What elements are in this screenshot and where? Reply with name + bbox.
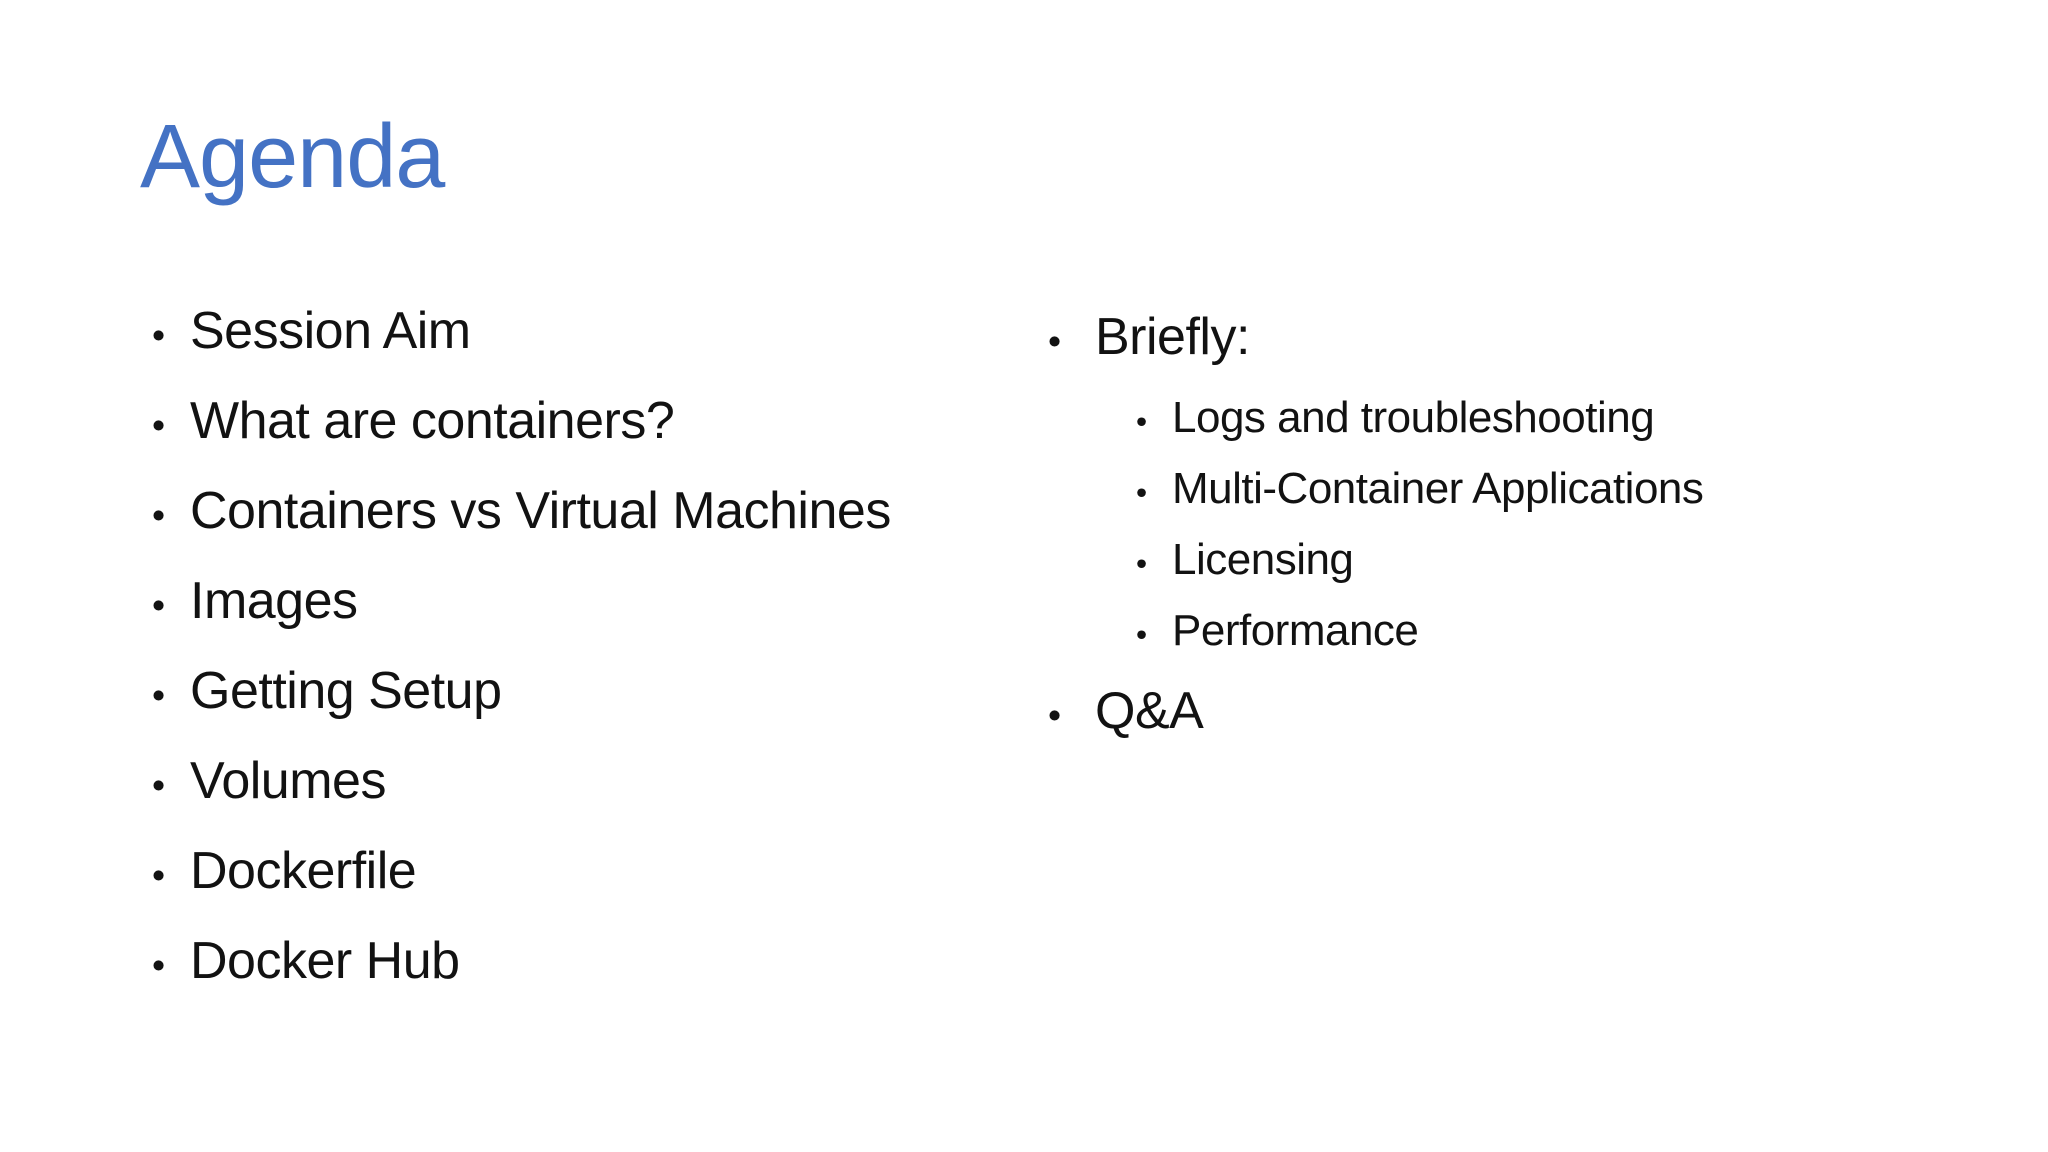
list-item: • Volumes <box>152 738 891 828</box>
bullet-marker: • <box>1136 616 1147 652</box>
list-item-label: Volumes <box>190 752 386 810</box>
bullet-marker: • <box>1136 545 1147 581</box>
bullet-marker: • <box>152 584 165 626</box>
list-item: • Containers vs Virtual Machines <box>152 468 891 558</box>
list-item: • Briefly: <box>1048 294 1703 384</box>
slide-title: Agenda <box>140 107 445 207</box>
list-item-label: Containers vs Virtual Machines <box>190 482 891 540</box>
right-column: • Briefly: • Logs and troubleshooting • … <box>1048 294 1704 758</box>
list-item-label: Dockerfile <box>190 842 417 900</box>
bullet-marker: • <box>1048 320 1061 362</box>
list-item-label: Session Aim <box>190 302 471 360</box>
bullet-marker: • <box>1136 474 1147 510</box>
list-item: • Getting Setup <box>152 648 891 738</box>
list-item-label: Docker Hub <box>190 932 460 990</box>
list-item-label: Q&A <box>1095 682 1204 740</box>
sub-list-item: • Licensing <box>1136 526 1703 597</box>
left-column: • Session Aim • What are containers? • C… <box>152 288 891 1008</box>
list-item: • What are containers? <box>152 378 891 468</box>
list-item: • Docker Hub <box>152 918 891 1008</box>
bullet-marker: • <box>1048 694 1061 736</box>
list-item: • Dockerfile <box>152 828 891 918</box>
bullet-marker: • <box>152 944 165 986</box>
sub-list-item: • Logs and troubleshooting <box>1136 384 1703 455</box>
sub-list-item-label: Licensing <box>1172 535 1354 584</box>
list-item: • Session Aim <box>152 288 891 378</box>
sub-list: • Logs and troubleshooting • Multi-Conta… <box>1048 384 1704 668</box>
sub-list-item: • Multi-Container Applications <box>1136 455 1704 526</box>
bullet-marker: • <box>152 404 165 446</box>
bullet-marker: • <box>152 314 165 356</box>
list-item: • Q&A <box>1048 668 1703 758</box>
bullet-marker: • <box>152 494 165 536</box>
sub-list-item-label: Logs and troubleshooting <box>1172 393 1655 442</box>
bullet-marker: • <box>152 674 165 716</box>
sub-list-item-label: Performance <box>1172 606 1419 655</box>
list-item: • Images <box>152 558 891 648</box>
bullet-marker: • <box>152 854 165 896</box>
list-item-label: Getting Setup <box>190 662 502 720</box>
list-item-label: What are containers? <box>190 392 675 450</box>
list-item-label: Briefly: <box>1095 308 1250 366</box>
bullet-marker: • <box>1136 403 1147 439</box>
bullet-marker: • <box>152 764 165 806</box>
list-item-label: Images <box>190 572 358 630</box>
sub-list-item-label: Multi-Container Applications <box>1172 464 1704 513</box>
sub-list-item: • Performance <box>1136 597 1703 668</box>
